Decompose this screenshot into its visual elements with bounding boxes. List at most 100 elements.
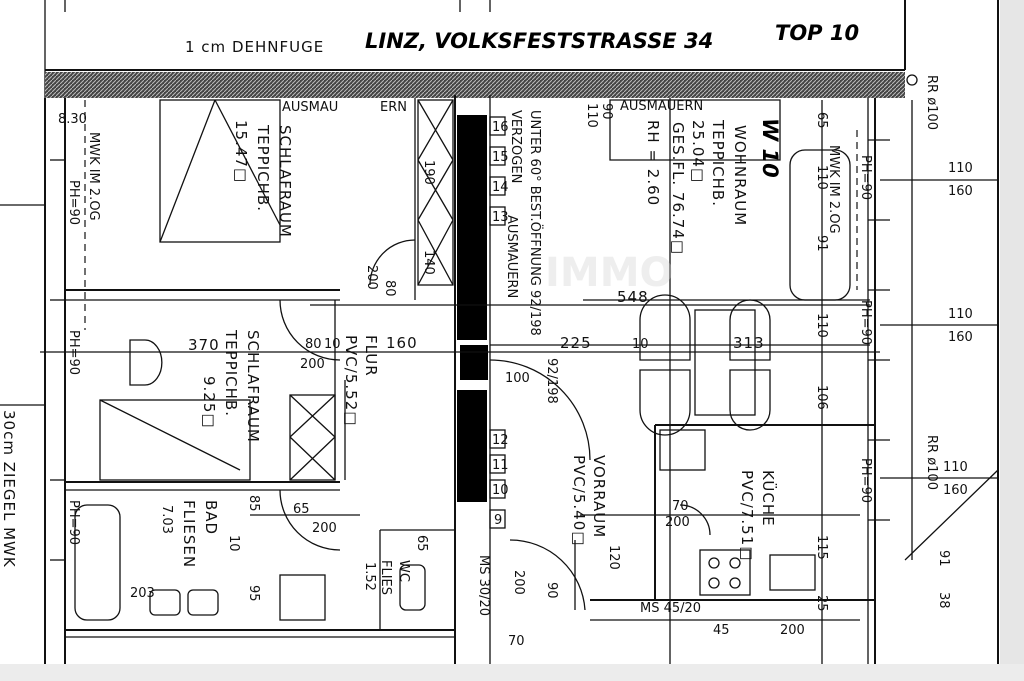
stair-steps: 16 15 14 13 12 11 10 9 bbox=[489, 116, 509, 529]
room-living: WOHNRAUM TEPPICHB. 25.04□ GES.FL. 76.74□… bbox=[644, 118, 782, 255]
unit-code: W 10 bbox=[758, 118, 782, 178]
room-name: FLUR bbox=[362, 335, 380, 377]
room-name: VORRAUM bbox=[590, 455, 608, 538]
dimension-label: 110 bbox=[814, 313, 829, 338]
room-floor: PVC/7.51□ bbox=[738, 470, 756, 561]
joint-label: 1 cm DEHNFUGE bbox=[185, 38, 324, 56]
dimension-label: 200 bbox=[300, 357, 325, 372]
step-number: 11 bbox=[492, 458, 509, 473]
dimension-label: 203 bbox=[130, 586, 155, 601]
dimension-label: 110 bbox=[814, 165, 829, 190]
dimension-label: 200 bbox=[312, 521, 337, 536]
dimension-label: 548 bbox=[617, 288, 649, 306]
note-ph: PH=90 bbox=[66, 180, 81, 225]
dimension-label: 110 bbox=[948, 307, 973, 322]
note-ausmau: AUSMAU bbox=[282, 100, 338, 115]
dimension-label: 106 bbox=[814, 385, 829, 410]
room-name: WOHNRAUM bbox=[731, 125, 749, 226]
dimension-labels: 8.30 110 90 370 80 10 160 200 225 548 31… bbox=[58, 103, 973, 649]
dimension-label: 85 bbox=[246, 495, 261, 512]
room-bath: BAD FLIESEN 7.03 bbox=[159, 500, 220, 568]
room-height: RH = 2.60 bbox=[644, 120, 662, 206]
room-area: 1.52 bbox=[362, 562, 377, 591]
dimension-label: 95 bbox=[246, 585, 261, 602]
room-foyer: VORRAUM PVC/5.40□ bbox=[570, 455, 608, 546]
step-number: 16 bbox=[492, 120, 509, 135]
room-kitchen: KÜCHE PVC/7.51□ bbox=[738, 470, 778, 561]
room-name: KÜCHE bbox=[759, 470, 778, 527]
dimension-label: 313 bbox=[733, 334, 765, 352]
dimension-label: 160 bbox=[386, 334, 418, 352]
right-margin bbox=[1000, 0, 1024, 681]
step-number: 12 bbox=[492, 433, 509, 448]
dimension-label: 120 bbox=[606, 545, 621, 570]
dimension-label: 45 bbox=[713, 623, 730, 638]
note-ausmauern: AUSMAUERN bbox=[620, 99, 703, 114]
note-mwk: MWK IM 2.OG bbox=[86, 132, 101, 221]
room-name: SCHLAFRAUM bbox=[244, 330, 262, 443]
dimension-label: 25 bbox=[814, 595, 829, 612]
dimension-label: 140 bbox=[421, 250, 436, 275]
note-wall: 30cm ZIEGEL MWK bbox=[0, 410, 18, 568]
room-area: 7.03 bbox=[159, 505, 174, 534]
outer-wall bbox=[45, 72, 905, 98]
room-area: 15.47□ bbox=[232, 120, 250, 183]
note-ph: PH=90 bbox=[66, 500, 81, 545]
bottom-margin bbox=[0, 664, 1024, 681]
dimension-label: 91 bbox=[814, 235, 829, 252]
room-name: BAD bbox=[202, 500, 220, 535]
dimension-label: 91 bbox=[936, 550, 951, 567]
dimension-label: 65 bbox=[814, 112, 829, 129]
stair-note: VERZOGEN bbox=[508, 110, 523, 183]
note-ms: MS 45/20 bbox=[640, 601, 701, 616]
dimension-label: 110 bbox=[943, 460, 968, 475]
dimension-label: 90 bbox=[544, 582, 559, 599]
note-ph: PH=90 bbox=[858, 458, 873, 503]
room-floor: TEPPICHB. bbox=[709, 119, 727, 207]
dimension-label: 80 bbox=[305, 337, 322, 352]
dimension-label: 115 bbox=[814, 535, 829, 560]
dimension-label: 200 bbox=[780, 623, 805, 638]
room-hall: FLUR PVC/5.52□ bbox=[342, 335, 380, 426]
room-wc: WC FLIES 1.52 bbox=[362, 560, 411, 595]
dimension-label: 100 bbox=[505, 371, 530, 386]
furniture bbox=[74, 99, 851, 621]
room-area: 25.04□ bbox=[689, 120, 707, 183]
unit-label: TOP 10 bbox=[775, 21, 859, 45]
room-floor: PVC/5.40□ bbox=[570, 455, 588, 546]
dimension-label: 160 bbox=[948, 184, 973, 199]
door-swings bbox=[279, 239, 711, 611]
note-ms: MS 30/20 bbox=[476, 555, 491, 616]
dimension-label: 110 bbox=[948, 161, 973, 176]
step-number: 15 bbox=[492, 150, 509, 165]
dimension-label: 70 bbox=[508, 634, 525, 649]
watermark: IMMO bbox=[545, 250, 674, 296]
room-floor: PVC/5.52□ bbox=[342, 335, 360, 426]
note-mwk: MWK IM 2.OG bbox=[826, 145, 841, 234]
dimension-label: 10 bbox=[632, 337, 649, 352]
dimension-label: 92/198 bbox=[544, 358, 559, 404]
room-area: 9.25□ bbox=[200, 376, 218, 429]
room-floor: TEPPICHB. bbox=[222, 329, 240, 417]
address: LINZ, VOLKSFESTSTRASSE 34 bbox=[365, 29, 713, 53]
note-ausmauern: AUSMAUERN bbox=[504, 215, 519, 298]
dimension-label: 160 bbox=[948, 330, 973, 345]
total-area: GES.FL. 76.74□ bbox=[669, 122, 687, 255]
dimension-lines bbox=[0, 100, 999, 664]
note-ern: ERN bbox=[380, 100, 407, 115]
dimension-label: 200 bbox=[364, 265, 379, 290]
dimension-label: 370 bbox=[188, 336, 220, 354]
dimension-label: 10 bbox=[226, 535, 241, 552]
note-ph: PH=90 bbox=[66, 330, 81, 375]
stair-note: UNTER 60° BEST.ÖFFNUNG 92/198 bbox=[527, 110, 544, 336]
dimension-label: 70 bbox=[672, 499, 689, 514]
note-rr: RR ø100 bbox=[924, 435, 939, 490]
note-rr: RR ø100 bbox=[924, 75, 939, 130]
step-number: 14 bbox=[492, 180, 509, 195]
room-bedroom-2: SCHLAFRAUM TEPPICHB. 9.25□ bbox=[200, 329, 262, 443]
note-ph: PH=90 bbox=[858, 300, 873, 345]
plan-notes: AUSMAU ERN AUSMAUERN UNTER 60° BEST.ÖFFN… bbox=[0, 75, 939, 616]
room-bedroom-1: SCHLAFRAUM TEPPICHB. 15.47□ bbox=[232, 120, 294, 238]
room-name: SCHLAFRAUM bbox=[276, 125, 294, 238]
chimney bbox=[457, 115, 487, 340]
